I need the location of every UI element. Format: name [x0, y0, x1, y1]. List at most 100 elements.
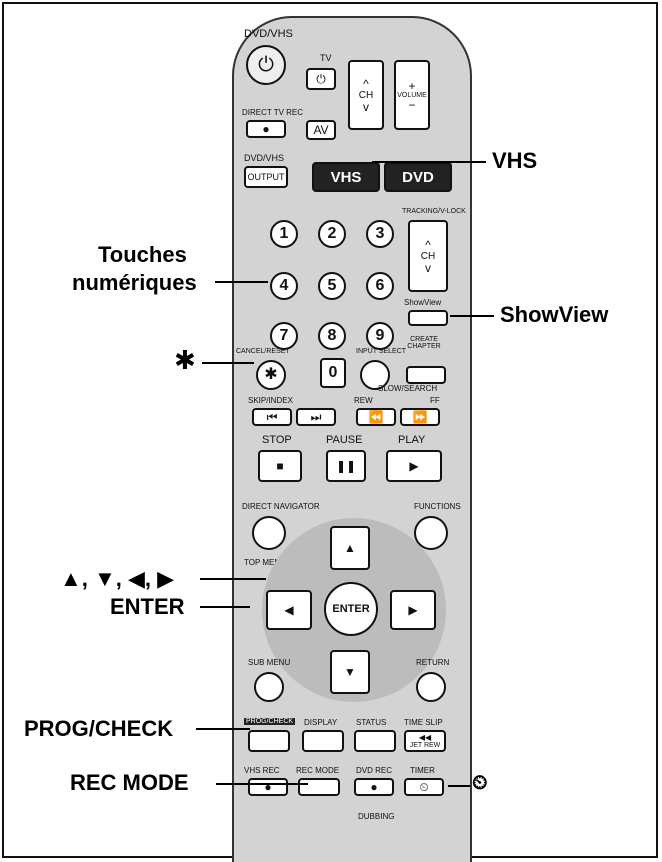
number-1-button[interactable]: 1 — [270, 220, 298, 248]
fast-forward-icon: ⏩ — [412, 410, 428, 424]
display-button[interactable] — [302, 730, 344, 752]
play-icon: ▶ — [409, 459, 419, 473]
showview-label: ShowView — [404, 298, 442, 307]
sub-menu-button[interactable] — [254, 672, 284, 702]
number-7-button[interactable]: 7 — [270, 322, 298, 350]
play-button[interactable]: ▶ — [386, 450, 442, 482]
volume-rocker[interactable]: + VOLUME − — [394, 60, 430, 130]
output-label: OUTPUT — [247, 172, 285, 182]
rec-mode-button[interactable] — [298, 778, 340, 796]
skip-index-label: SKIP/INDEX — [248, 396, 293, 405]
number-0-button[interactable]: 0 — [320, 358, 346, 388]
number-4-label: 4 — [279, 277, 289, 294]
number-8-button[interactable]: 8 — [318, 322, 346, 350]
record-icon: ● — [264, 780, 272, 794]
rec-mode-label: REC MODE — [296, 766, 340, 775]
left-button[interactable]: ◀ — [266, 590, 312, 630]
up-button[interactable]: ▲ — [330, 526, 370, 570]
number-1-label: 1 — [279, 225, 289, 242]
arrow-up-icon: ▲ — [344, 541, 356, 555]
dvd-vhs-power-label: DVD/VHS — [244, 28, 293, 40]
tracking-label: TRACKING/V-LOCK — [402, 208, 466, 215]
number-6-label: 6 — [375, 277, 385, 294]
number-8-label: 8 — [327, 327, 337, 344]
volume-label: VOLUME — [397, 91, 427, 99]
leader-rec-mode — [216, 783, 308, 785]
callout-timer-icon: ⏲ — [472, 772, 488, 794]
power-button[interactable]: ⏻ — [246, 45, 286, 85]
number-6-button[interactable]: 6 — [366, 272, 394, 300]
power-icon: ⏻ — [258, 54, 274, 76]
output-button[interactable]: OUTPUT — [244, 166, 288, 188]
number-4-button[interactable]: 4 — [270, 272, 298, 300]
right-button[interactable]: ▶ — [390, 590, 436, 630]
tracking-channel-rocker[interactable]: ^ CH v — [408, 220, 448, 292]
dvd-button[interactable]: DVD — [384, 162, 452, 192]
enter-button[interactable]: ENTER — [324, 582, 378, 636]
leader-showview — [450, 315, 494, 317]
callout-numeriques: numériques — [72, 270, 197, 295]
direct-tv-rec-button[interactable]: ● — [246, 120, 286, 138]
number-9-label: 9 — [375, 327, 385, 344]
callout-rec-mode: REC MODE — [70, 770, 189, 795]
timer-button[interactable]: ⏲ — [404, 778, 444, 796]
number-5-label: 5 — [327, 277, 337, 294]
pause-icon: ❚❚ — [335, 459, 357, 473]
number-5-button[interactable]: 5 — [318, 272, 346, 300]
callout-touches: Touches — [98, 242, 187, 267]
number-2-button[interactable]: 2 — [318, 220, 346, 248]
rew-button[interactable]: ⏪ — [356, 408, 396, 426]
top-menu-label: TOP MENU — [244, 558, 286, 567]
rewind-icon: ◀◀ — [418, 732, 432, 742]
tv-power-button[interactable]: ⏻ — [306, 68, 336, 90]
vhs-rec-label: VHS REC — [244, 766, 280, 775]
vhs-button[interactable]: VHS — [312, 162, 380, 192]
number-3-button[interactable]: 3 — [366, 220, 394, 248]
sub-menu-label: SUB MENU — [248, 658, 291, 667]
power-icon: ⏻ — [316, 72, 326, 86]
return-button[interactable] — [416, 672, 446, 702]
cancel-reset-button[interactable]: ✱ — [256, 360, 286, 390]
av-button[interactable]: AV — [306, 120, 336, 140]
number-9-button[interactable]: 9 — [366, 322, 394, 350]
jet-rew-label: JET REW — [409, 741, 441, 749]
status-label: STATUS — [356, 718, 387, 727]
enter-label: ENTER — [332, 603, 370, 615]
minus-icon: − — [408, 97, 416, 112]
stop-button[interactable]: ■ — [258, 450, 302, 482]
number-0-label: 0 — [328, 364, 338, 381]
time-slip-button[interactable]: ◀◀ JET REW — [404, 730, 446, 752]
leader-arrows — [200, 578, 266, 580]
skip-back-icon: ⏮ — [266, 410, 278, 424]
input-select-button[interactable] — [360, 360, 390, 390]
ff-button[interactable]: ⏩ — [400, 408, 440, 426]
tv-channel-rocker[interactable]: ^ CH v — [348, 60, 384, 130]
prog-check-label: PROG/CHECK — [244, 718, 296, 725]
functions-button[interactable] — [414, 516, 448, 550]
leader-prog-check — [196, 728, 250, 730]
pause-button[interactable]: ❚❚ — [326, 450, 366, 482]
showview-button[interactable] — [408, 310, 448, 326]
pause-label: PAUSE — [326, 434, 363, 446]
chevron-down-icon: v — [363, 99, 369, 114]
direct-navigator-button[interactable] — [252, 516, 286, 550]
number-3-label: 3 — [375, 225, 385, 242]
create-chapter-button[interactable] — [406, 366, 446, 384]
time-slip-label: TIME SLIP — [404, 718, 443, 727]
prog-check-button[interactable] — [248, 730, 290, 752]
down-button[interactable]: ▼ — [330, 650, 370, 694]
leader-numeric — [215, 281, 268, 283]
status-button[interactable] — [354, 730, 396, 752]
skip-back-button[interactable]: ⏮ — [252, 408, 292, 426]
callout-prog-check: PROG/CHECK — [24, 716, 174, 741]
leader-timer — [448, 785, 470, 787]
skip-forward-button[interactable]: ⏭ — [296, 408, 336, 426]
vhs-rec-button[interactable]: ● — [248, 778, 288, 796]
leader-vhs — [372, 161, 486, 163]
vhs-button-label: VHS — [330, 168, 362, 186]
play-label: PLAY — [398, 434, 426, 446]
dvd-vhs-output-label: DVD/VHS — [244, 153, 285, 163]
dvd-rec-button[interactable]: ● — [354, 778, 394, 796]
arrow-left-icon: ◀ — [284, 603, 294, 617]
